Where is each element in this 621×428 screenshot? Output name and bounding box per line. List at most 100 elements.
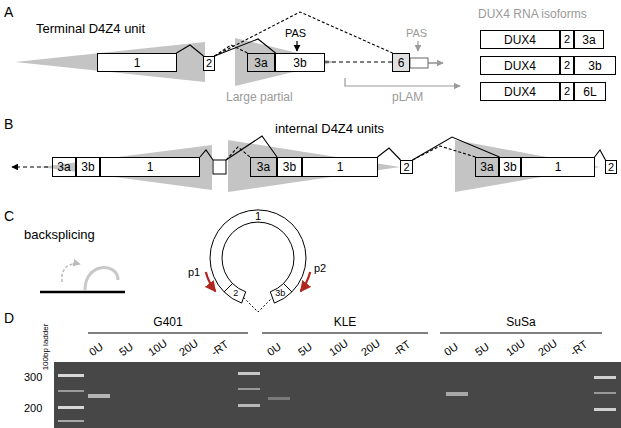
exon-label: 1	[555, 161, 562, 173]
size-marker: 300	[24, 371, 42, 384]
transcript-arrow	[428, 62, 443, 63]
backsplice-arrow	[62, 264, 80, 282]
exon-label: 6	[398, 57, 405, 69]
panel-title: DUX4 RNA isoforms	[478, 8, 587, 22]
exon-label: 2	[564, 34, 570, 45]
circular-rna-exon	[270, 284, 292, 304]
lane-label: 20U	[177, 337, 201, 359]
group-bar	[88, 333, 248, 334]
exon-box: 3a	[52, 157, 76, 177]
exon-label: 2	[564, 60, 570, 71]
group-bar	[440, 333, 602, 334]
panel-letter: B	[4, 116, 13, 132]
splice-junction	[378, 148, 401, 160]
lane-label: 0U	[442, 340, 461, 358]
axis-label: 100bp ladder	[41, 324, 50, 371]
panel-letter: D	[4, 310, 14, 326]
exon-label: 3b	[293, 57, 306, 69]
exon-label: 3a	[254, 57, 267, 69]
lane-label: 10U	[327, 337, 351, 359]
exon-box: 3a	[250, 157, 277, 177]
primer-label: p2	[314, 262, 326, 275]
exon-box: 2	[400, 160, 413, 174]
exon-label: 3b	[81, 161, 94, 173]
splice-junction	[413, 146, 476, 160]
pas-arrow	[417, 41, 418, 51]
ladder-band	[238, 372, 260, 375]
pas-arrow	[296, 41, 297, 51]
exon-box: 2	[203, 56, 215, 71]
exon-label: 3b	[283, 161, 296, 173]
rna-strand	[85, 268, 118, 290]
annotation: PAS	[406, 27, 427, 40]
lane-label: -RT	[568, 338, 590, 359]
annotation: PAS	[285, 27, 306, 40]
exon-label: 3b	[503, 161, 516, 173]
utr-box	[410, 58, 428, 68]
ladder-band	[594, 392, 616, 394]
sample-label: KLE	[334, 316, 357, 330]
exon-label: DUX4	[504, 34, 536, 46]
rna-strand	[40, 291, 125, 294]
splice-line	[200, 150, 213, 160]
primer-arrow	[206, 272, 216, 291]
sample-label: G401	[153, 316, 182, 330]
circular-rna-exon	[224, 284, 246, 304]
exon-label: 2	[608, 162, 614, 173]
pcr-band	[268, 397, 290, 400]
gel-image	[54, 362, 621, 428]
exon-label: 3a	[257, 161, 270, 173]
panel-title: Terminal D4Z4 unit	[36, 22, 145, 37]
lane-label: 20U	[536, 337, 560, 359]
lane-label: 10U	[504, 337, 528, 359]
lane-label: -RT	[209, 338, 231, 359]
lane-label: -RT	[391, 338, 413, 359]
exon-box: 3b	[275, 53, 325, 72]
exon-label: 3b	[588, 60, 601, 72]
lane-label: 0U	[87, 340, 106, 358]
exon-label: 2	[403, 162, 409, 173]
pcr-band	[88, 394, 110, 398]
panel-letter: C	[4, 208, 14, 224]
exon-box: 1	[97, 53, 177, 72]
exon-label: 3a	[582, 34, 595, 46]
panel-title: backsplicing	[24, 228, 95, 243]
size-marker: 200	[24, 402, 42, 415]
exon-box: 1	[302, 157, 378, 177]
exon-label: 1	[337, 161, 344, 173]
isoform-exon-box: DUX4	[480, 56, 560, 75]
exon-box: 2	[605, 160, 617, 174]
annotation: pLAM	[392, 91, 423, 105]
exon-label: 3a	[480, 161, 493, 173]
lane-label: 5U	[117, 340, 136, 358]
exon-label: 2	[564, 86, 570, 97]
repeat-wedge	[40, 145, 212, 190]
ladder-band	[58, 390, 84, 392]
plam-bracket	[345, 78, 460, 86]
exon-box: 3b	[277, 157, 302, 177]
ladder-band	[58, 420, 84, 422]
exon-label: DUX4	[504, 86, 536, 98]
primer-arrow	[301, 272, 311, 291]
panel-letter: A	[4, 4, 13, 20]
ladder-band	[594, 376, 616, 379]
repeat-wedge	[228, 140, 400, 192]
lane-label: 20U	[359, 337, 383, 359]
exon-label: 1	[134, 57, 141, 69]
exon-box: 1	[100, 157, 200, 177]
primer-label: p1	[188, 266, 200, 279]
exon-box: 1	[521, 157, 595, 177]
exon-label: DUX4	[504, 60, 536, 72]
ladder-band	[594, 408, 616, 411]
lane-label: 5U	[296, 340, 315, 358]
exon-box: 6	[392, 53, 410, 72]
lane-label: 10U	[146, 337, 170, 359]
pcr-band	[446, 392, 468, 396]
annotation: Large partial	[226, 91, 293, 105]
exon-label: 1	[255, 211, 261, 222]
repeat-wedge	[235, 38, 335, 86]
exon-box: 3a	[475, 157, 499, 177]
sample-label: SuSa	[506, 316, 535, 330]
ladder-band	[58, 406, 84, 409]
